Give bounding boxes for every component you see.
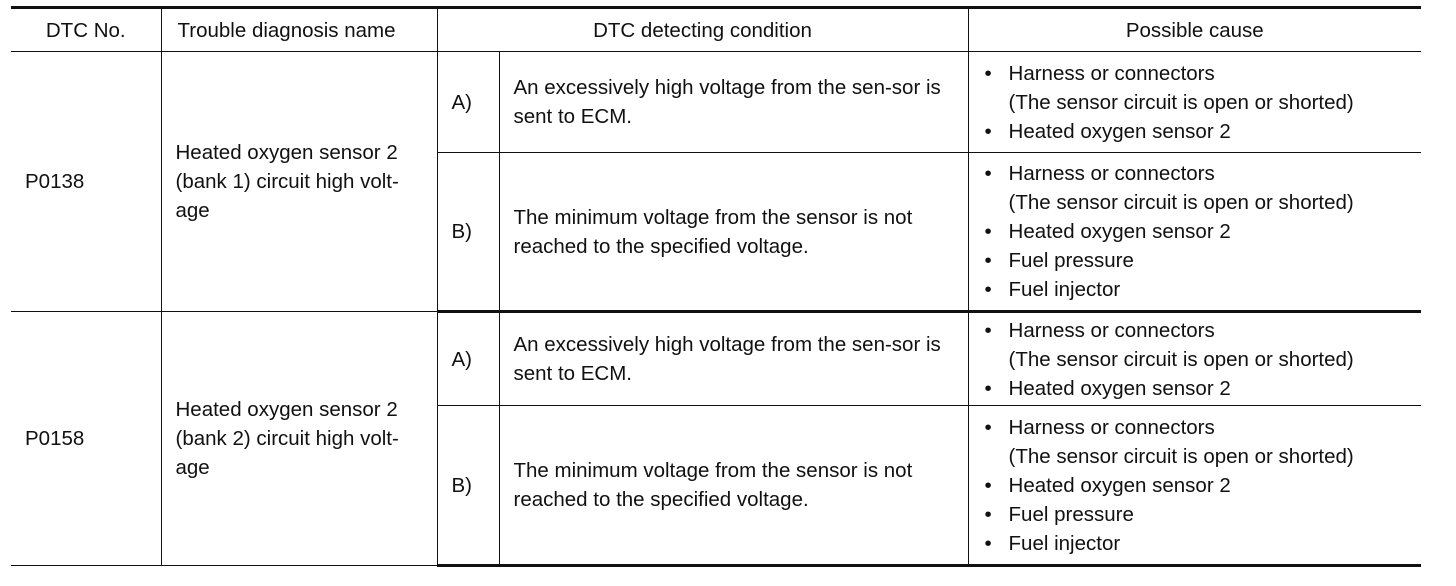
header-possible-cause: Possible cause — [967, 6, 1422, 52]
list-item: (The sensor circuit is open or shorted) — [1008, 90, 1354, 114]
table-row: P0138 Heated oxygen sensor 2 (bank 1) ci… — [11, 51, 1422, 312]
list-item: (The sensor circuit is open or shorted) — [1008, 444, 1354, 468]
condition-letter: B) — [437, 405, 500, 567]
bullet-icon: • — [984, 162, 992, 185]
possible-causes: •Harness or connectors (The sensor circu… — [967, 405, 1422, 567]
condition-text: The minimum voltage from the sensor is n… — [498, 152, 969, 313]
list-item: •Fuel injector — [983, 529, 1408, 558]
list-item: •Fuel pressure — [983, 246, 1408, 275]
list-item: •Heated oxygen sensor 2 — [983, 374, 1408, 403]
list-item: •Harness or connectors — [983, 413, 1408, 442]
list-item: •Heated oxygen sensor 2 — [983, 217, 1408, 246]
bullet-icon: • — [984, 376, 992, 400]
list-item: •Fuel pressure — [983, 500, 1408, 529]
cause-list: •Harness or connectors (The sensor circu… — [983, 316, 1408, 403]
bullet-icon: • — [984, 502, 992, 526]
bullet-icon: • — [984, 415, 992, 439]
bullet-icon: • — [984, 249, 992, 272]
list-item: (The sensor circuit is open or shorted) — [1008, 191, 1354, 214]
table-row: B) The minimum voltage from the sensor i… — [11, 152, 1422, 313]
list-item: •Heated oxygen sensor 2 — [983, 117, 1408, 146]
diagnosis-name: Heated oxygen sensor 2 (bank 2) circuit … — [160, 311, 438, 566]
list-item: (The sensor circuit is open or shorted) — [1008, 347, 1354, 371]
dtc-code: P0158 — [11, 311, 162, 566]
list-item: •Fuel injector — [983, 275, 1408, 304]
cause-list: •Harness or connectors (The sensor circu… — [983, 159, 1408, 304]
list-item: •Heated oxygen sensor 2 — [983, 471, 1408, 500]
table-row: B) The minimum voltage from the sensor i… — [11, 405, 1422, 567]
table-row: P0158 Heated oxygen sensor 2 (bank 2) ci… — [11, 311, 1422, 566]
bullet-icon: • — [984, 473, 992, 497]
list-item: •Harness or connectors — [983, 316, 1408, 345]
condition-text: The minimum voltage from the sensor is n… — [498, 405, 969, 567]
condition-text: An excessively high voltage from the sen… — [498, 51, 969, 153]
list-item: •Harness or connectors — [983, 59, 1408, 88]
bullet-icon: • — [984, 318, 992, 342]
bullet-icon: • — [984, 119, 992, 143]
header-row: DTC No. Trouble diagnosis name DTC detec… — [11, 6, 1422, 52]
bullet-icon: • — [984, 278, 992, 301]
dtc-table: DTC No. Trouble diagnosis name DTC detec… — [11, 6, 1422, 567]
condition-text: An excessively high voltage from the sen… — [498, 311, 969, 406]
possible-causes: •Harness or connectors (The sensor circu… — [967, 311, 1422, 406]
bullet-icon: • — [984, 220, 992, 243]
bullet-icon: • — [984, 531, 992, 555]
dtc-code: P0138 — [11, 51, 162, 312]
header-dtc-no: DTC No. — [11, 6, 162, 52]
cause-list: •Harness or connectors (The sensor circu… — [983, 413, 1408, 558]
header-diagnosis-name: Trouble diagnosis name — [160, 6, 438, 52]
possible-causes: •Harness or connectors (The sensor circu… — [967, 51, 1422, 153]
condition-letter: A) — [436, 311, 500, 406]
condition-letter: B) — [437, 152, 500, 313]
diagnosis-name: Heated oxygen sensor 2 (bank 1) circuit … — [160, 51, 438, 312]
possible-causes: •Harness or connectors (The sensor circu… — [967, 152, 1422, 313]
header-condition: DTC detecting condition — [436, 6, 969, 52]
cause-list: •Harness or connectors (The sensor circu… — [983, 59, 1408, 146]
list-item: •Harness or connectors — [983, 159, 1408, 188]
bullet-icon: • — [984, 61, 992, 85]
condition-letter: A) — [436, 51, 500, 153]
